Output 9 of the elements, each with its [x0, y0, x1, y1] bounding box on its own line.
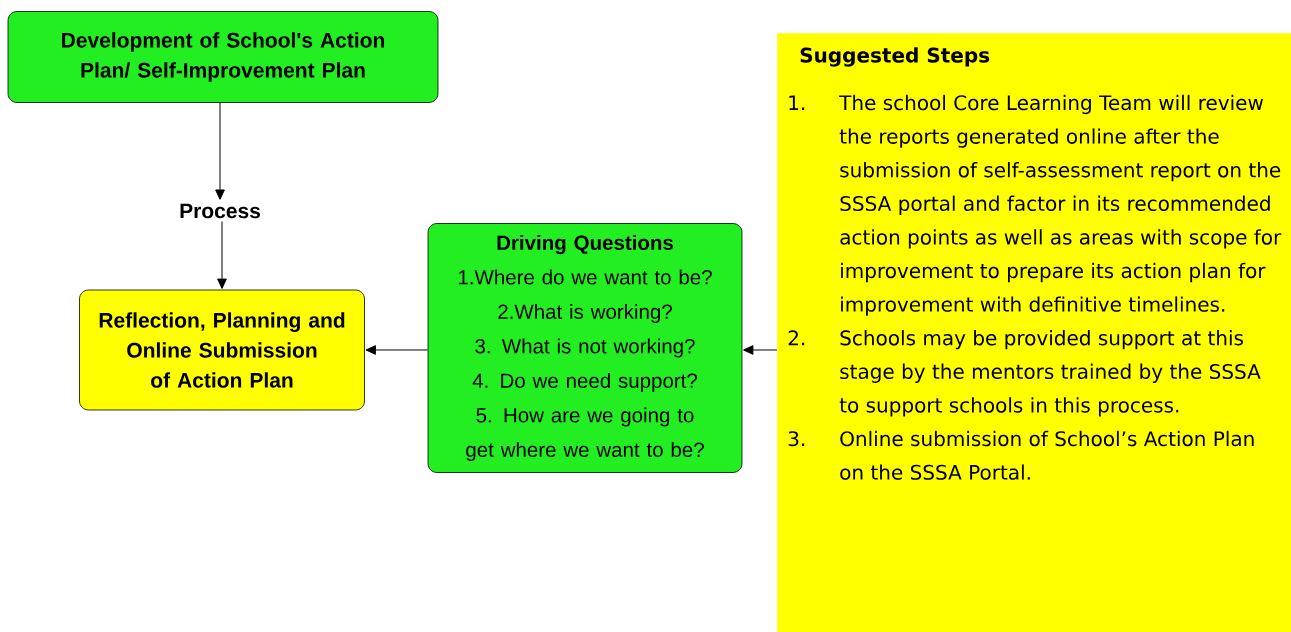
arrow — [365, 345, 429, 355]
question-box: Driving Questions 1.Where do we want to be? 2.What is working? 3. What is not working? 4. Do we need support? 5. How are we going to get where we want to be? — [427, 223, 743, 473]
notes-panel: Suggested Steps 1. The school Core Learning Team will review the reports generated online after the submission of self-assessment report on the SSSA portal and factor in its recommended action points as well as areas with scope for improvement to prepare its action plan for improvement with definitive timelines. 2. Schools may be provided support at this stage by the mentors trained by the SSSA to support schools in this process. 3. Online submission of School’s Action Plan on the SSSA Portal. — [777, 33, 1291, 632]
arrow — [743, 345, 778, 355]
process-box: Reflection, Planning and Online Submission of Action Plan — [79, 289, 365, 411]
process-box: Development of School's Action Plan/ Self-Improvement Plan — [7, 11, 439, 103]
arrow — [215, 102, 225, 200]
step-label: Process — [180, 203, 260, 219]
arrow — [217, 221, 227, 289]
